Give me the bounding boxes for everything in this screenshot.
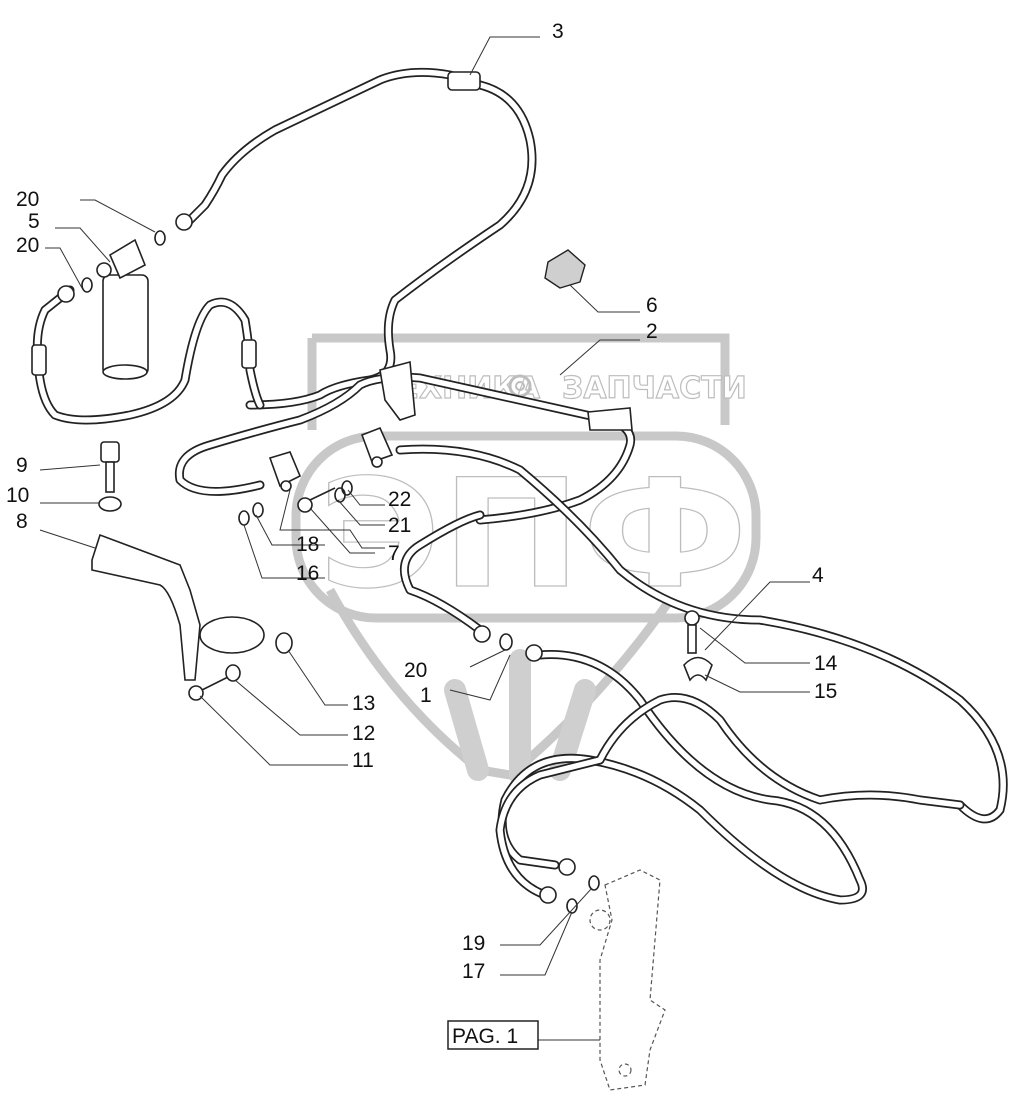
nut-13: [275, 632, 293, 654]
callout-19: 19: [462, 932, 485, 955]
callout-20-top: 20: [16, 188, 39, 211]
pipe-3: [180, 67, 537, 410]
fitting-20c: [473, 625, 543, 662]
callout-8: 8: [16, 510, 28, 533]
callout-10: 10: [6, 484, 29, 507]
callout-14: 14: [814, 652, 838, 675]
cap-6: [544, 249, 586, 289]
watermark-main: ЭПФ: [318, 448, 748, 622]
callout-11: 11: [352, 749, 374, 772]
callout-1: 1: [420, 684, 432, 707]
watermark-oval: [291, 431, 761, 623]
callout-18: 18: [296, 533, 319, 556]
washer-10: [98, 496, 122, 512]
ring-16a: [238, 510, 250, 526]
callout-labels: 3 20 5 20 6 2 9 10 8 22 21 18 7 16 4 20 …: [6, 20, 838, 983]
callout-2: 2: [646, 320, 658, 343]
watermark-top-right: ЗАПЧАСТИ: [562, 371, 747, 406]
callout-7: 7: [388, 542, 400, 565]
clamp-15: [683, 656, 713, 682]
callout-22: 22: [388, 488, 411, 511]
ring-16b: [252, 502, 264, 518]
bolt-21: [297, 487, 336, 513]
bracket-block-18: [268, 451, 302, 492]
callout-9: 9: [16, 454, 28, 477]
fitting-20a: [154, 213, 193, 246]
bolt-14: [684, 610, 700, 654]
callout-5: 5: [28, 210, 40, 233]
pipe-2: [174, 372, 636, 525]
washer-12: [225, 664, 241, 682]
callout-3: 3: [552, 20, 564, 43]
filter-canister-5: [96, 238, 149, 380]
pipe-1: [495, 650, 965, 905]
page-reference[interactable]: PAG. 1: [447, 1020, 539, 1050]
callout-21: 21: [388, 514, 411, 537]
bracket-pag1: [589, 869, 666, 1091]
bracket-2: [379, 360, 633, 431]
page-reference-box[interactable]: [447, 1020, 539, 1050]
sleeve-left: [31, 344, 47, 376]
callout-17: 17: [462, 960, 485, 983]
leader-lines: [39, 36, 810, 1041]
callout-4: 4: [812, 564, 824, 587]
callout-20-mid: 20: [16, 234, 39, 257]
callout-15: 15: [814, 680, 837, 703]
callout-16: 16: [296, 562, 319, 585]
pipe-4: [395, 444, 1008, 824]
callout-6: 6: [646, 294, 658, 317]
sleeve-top: [447, 71, 481, 91]
fittings-bottom: [539, 858, 600, 914]
bracket-8: [91, 533, 265, 681]
page-reference-label[interactable]: PAG. 1: [452, 1025, 518, 1048]
sleeve-mid: [241, 339, 257, 369]
callout-13: 13: [352, 692, 375, 715]
bracket-block-7: [360, 426, 394, 468]
callout-12: 12: [352, 722, 375, 745]
bolt-9: [100, 441, 120, 493]
callout-20-lower: 20: [404, 659, 427, 682]
fitting-20b: [57, 277, 93, 303]
